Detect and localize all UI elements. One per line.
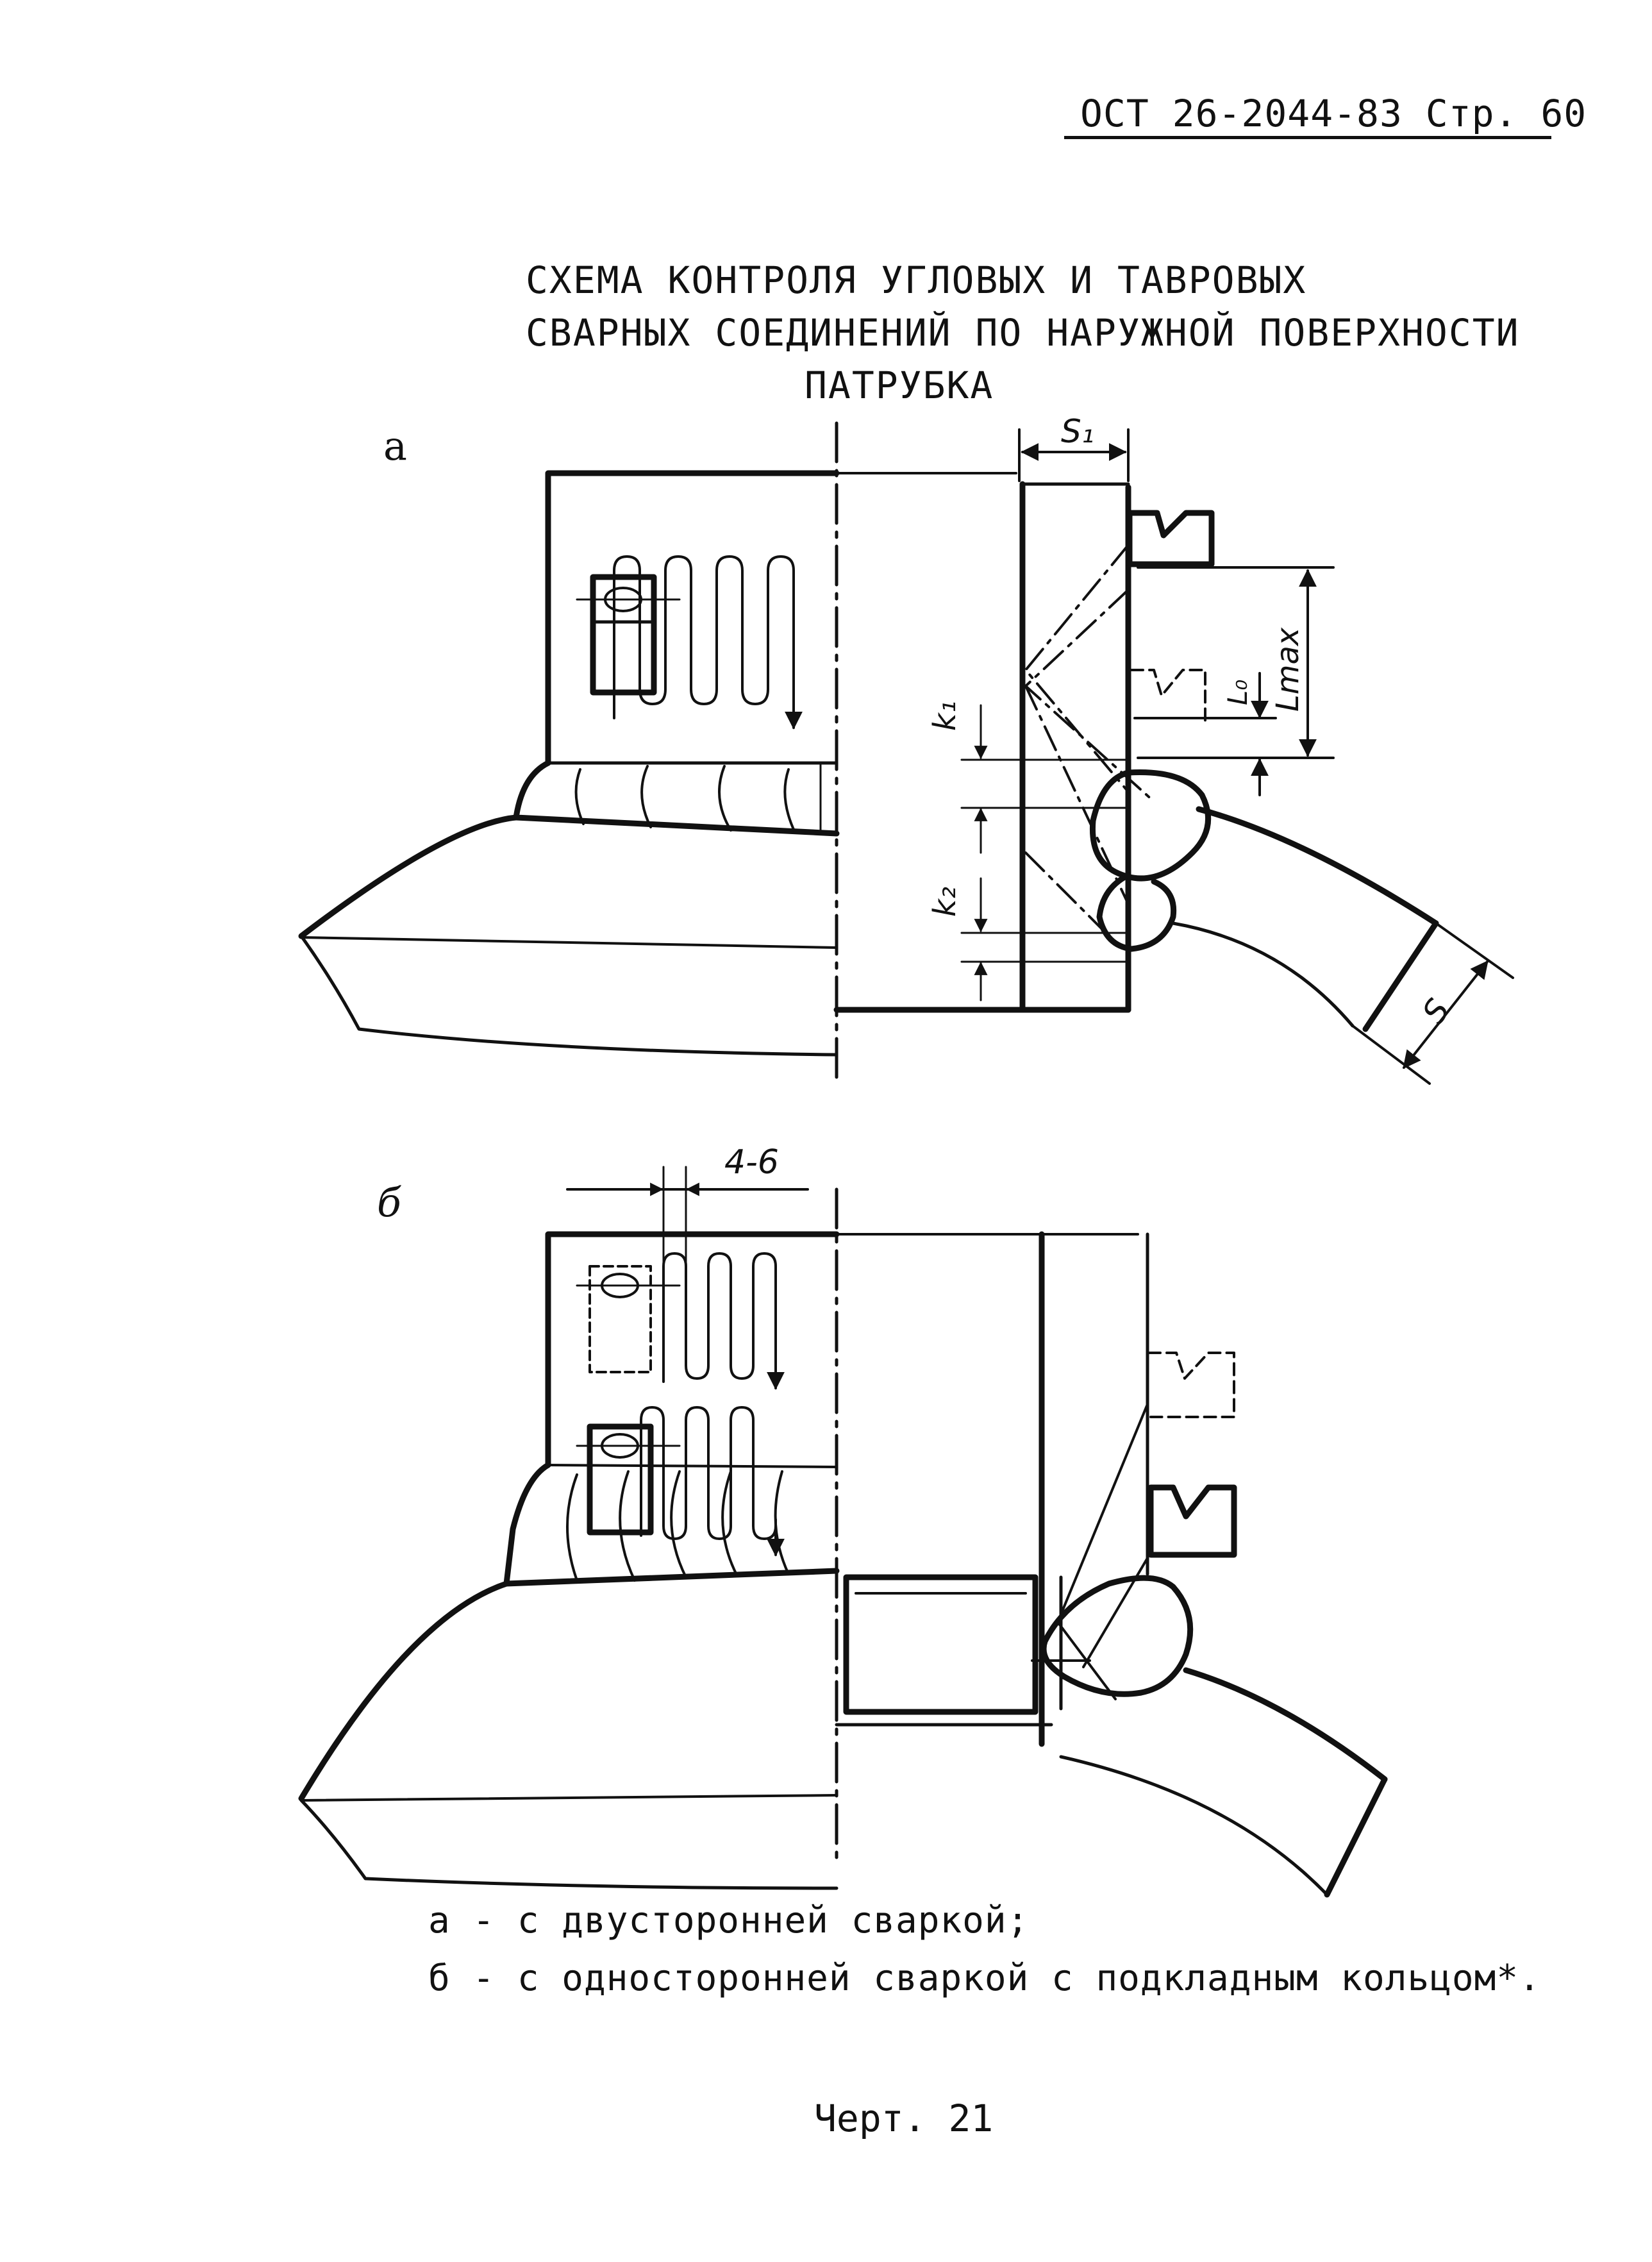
dim-lmax: Lmax [1270, 627, 1306, 712]
caption-a: а - с двусторонней сваркой; [428, 1900, 1030, 1941]
title-line-2: СВАРНЫХ СОЕДИНЕНИЙ ПО НАРУЖНОЙ ПОВЕРХНОС… [526, 311, 1520, 355]
caption-b: б - с односторонней сваркой с подкладным… [428, 1957, 1541, 1999]
panel-a-beam-paths [1024, 544, 1155, 944]
panel-a-shell-left [298, 814, 519, 939]
panel-b-left-weld [503, 1462, 840, 1587]
panel-b-shell-left [298, 1580, 510, 1802]
header-underline [1064, 136, 1551, 139]
panel-a-nozzle-left [545, 470, 840, 766]
dim-s1: S₁ [1061, 413, 1094, 450]
panel-b-probe-1 [588, 1265, 652, 1373]
panel-b-beam-paths [1056, 1403, 1149, 1700]
panel-b-weld [1040, 1575, 1194, 1697]
panel-a-weld-outer [1089, 769, 1212, 882]
dim-pitch: 4-6 [724, 1143, 779, 1182]
panel-a-shell-right [1196, 806, 1439, 926]
title-line-1: СХЕМА КОНТРОЛЯ УГЛОВЫХ И ТАВРОВЫХ [526, 258, 1307, 302]
panel-a-scan-path [613, 555, 795, 726]
dim-l0: L₀ [1222, 680, 1253, 705]
dim-k1: k₁ [927, 701, 963, 731]
panel-b-scan-path-lower [640, 1406, 777, 1553]
title-line-3: ПАТРУБКА [805, 364, 994, 407]
panel-a-probe-symbol-1 [1126, 510, 1215, 567]
panel-a-probe-symbol-2 [1130, 669, 1206, 723]
panel-b-probe-symbol-1 [1147, 1352, 1235, 1418]
panel-b-shell-right [1183, 1667, 1388, 1782]
panel-a-label: а [383, 423, 407, 469]
panel-b-label: б [377, 1179, 401, 1226]
figure-label: Черт. 21 [814, 2097, 994, 2140]
panel-b-probe-symbol-2 [1147, 1484, 1237, 1558]
document-reference: ОСТ 26-2044-83 Стр. 60 [1080, 92, 1587, 135]
panel-b-nozzle-left [545, 1231, 840, 1468]
dim-k2: k₂ [927, 887, 963, 917]
panel-a-probe [590, 574, 657, 696]
panel-b-scan-path-upper [662, 1252, 777, 1386]
panel-b-drawing [298, 1166, 1388, 1898]
dim-s: S [1415, 993, 1457, 1030]
panel-b-backing-ring [843, 1574, 1039, 1715]
panel-a-drawing [298, 421, 1514, 1085]
panel-a-weld-root [1096, 872, 1177, 952]
